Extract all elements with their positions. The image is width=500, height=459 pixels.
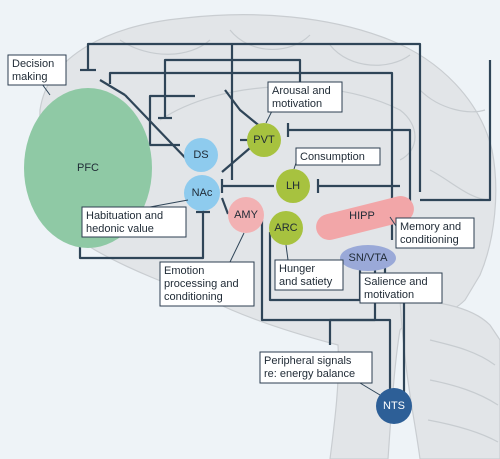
consumption-box [295, 147, 381, 166]
arousal-text-2: motivation [272, 98, 322, 110]
pathways [78, 42, 492, 395]
emotion-box [159, 261, 255, 307]
hunger-text-2: and satiety [279, 276, 333, 288]
amy-region [228, 197, 264, 233]
decision-leader [41, 83, 51, 96]
pathway-top-second [108, 71, 394, 240]
habituation-box [81, 206, 187, 238]
habituation-text-2: hedonic value [86, 223, 154, 235]
hipp-region [316, 196, 414, 240]
pathway-third [163, 58, 302, 118]
memory-text-2: conditioning [400, 234, 459, 246]
nts-region [376, 388, 412, 424]
pathway-hipp-pvt [288, 128, 412, 210]
arc-label: ARC [274, 222, 297, 234]
pathway-hipp-to-pfc [420, 60, 492, 202]
emotion-text-1: Emotion [164, 265, 204, 277]
consumption-text: Consumption [300, 151, 365, 163]
salience-text-2: motivation [364, 289, 414, 301]
pathway-pvt-nac [221, 147, 251, 173]
peripheral-text-1: Peripheral signals [264, 355, 352, 367]
hunger-text-1: Hunger [279, 263, 315, 275]
pathway-pvt-left [224, 89, 263, 129]
pfc-label: PFC [77, 162, 99, 174]
cerebellum-fold-3 [427, 419, 499, 443]
memory-box [395, 217, 475, 249]
cortical-fold-1 [119, 39, 211, 55]
decision-text-1: Decision [12, 58, 54, 70]
pathway-nac-bottom [78, 210, 205, 260]
lh-region [276, 169, 310, 203]
emotion-text-3: conditioning [164, 291, 223, 303]
ds-region [184, 138, 218, 172]
habituation-text-1: Habituation and [86, 210, 163, 222]
snvta-region [340, 245, 396, 271]
nac-label: NAc [192, 187, 213, 199]
salience-text-1: Salience and [364, 276, 428, 288]
memory-leader [389, 216, 397, 227]
habituation-leader [149, 199, 189, 208]
peripheral-leader [359, 382, 381, 396]
decision-box [7, 54, 67, 86]
corpus-callosum [159, 86, 416, 161]
pathway-nts [328, 318, 392, 395]
arousal-box [267, 81, 343, 113]
hunger-box [274, 259, 344, 291]
salience-box [359, 272, 443, 304]
nts-label: NTS [383, 400, 405, 412]
cerebellum-fold-2 [429, 379, 499, 406]
cortical-fold-3 [329, 44, 411, 66]
pvt-label: PVT [253, 134, 275, 146]
cerebellum-fold-1 [429, 339, 496, 366]
emotion-leader [229, 232, 245, 263]
emotion-text-2: processing and [164, 278, 239, 290]
cortical-fold-4 [419, 89, 486, 113]
peripheral-box [259, 351, 373, 384]
hipp-label: HIPP [349, 210, 375, 222]
cortical-fold-2 [229, 29, 311, 51]
amy-label: AMY [234, 209, 259, 221]
hunger-leader [285, 244, 289, 261]
lh-label: LH [286, 180, 300, 192]
pathway-top-outer [86, 42, 422, 192]
decision-text-2: making [12, 71, 47, 83]
arc-region [269, 211, 303, 245]
nac-region [184, 175, 220, 211]
snvta-label: SN/VTA [349, 252, 389, 264]
peripheral-text-2: re: energy balance [264, 368, 355, 380]
callouts: Decision making Arousal and motivation C… [7, 54, 475, 396]
memory-text-1: Memory and [400, 221, 461, 233]
pathway-amy-nac [220, 197, 230, 215]
arousal-text-1: Arousal and [272, 85, 331, 97]
pvt-region [247, 123, 281, 157]
pathway-left-loop [99, 79, 196, 169]
arousal-leader [265, 110, 273, 124]
ds-label: DS [193, 149, 208, 161]
